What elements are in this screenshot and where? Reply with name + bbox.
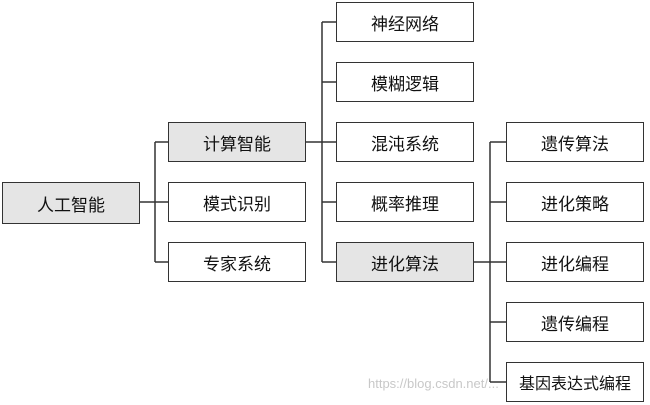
node-ai-root: 人工智能 xyxy=(2,182,140,224)
node-expert-system: 专家系统 xyxy=(168,242,306,282)
node-evolutionary-programming: 进化编程 xyxy=(506,242,644,282)
node-neural-network: 神经网络 xyxy=(336,2,474,42)
node-evolutionary-algorithm: 进化算法 xyxy=(336,242,474,282)
node-computational-intelligence: 计算智能 xyxy=(168,122,306,162)
node-fuzzy-logic: 模糊逻辑 xyxy=(336,62,474,102)
node-gene-expression-programming: 基因表达式编程 xyxy=(506,362,644,402)
node-genetic-programming: 遗传编程 xyxy=(506,302,644,342)
watermark: https://blog.csdn.net/... xyxy=(368,376,499,391)
node-probabilistic-reasoning: 概率推理 xyxy=(336,182,474,222)
node-evolution-strategy: 进化策略 xyxy=(506,182,644,222)
node-pattern-recognition: 模式识别 xyxy=(168,182,306,222)
node-chaos-system: 混沌系统 xyxy=(336,122,474,162)
node-genetic-algorithm: 遗传算法 xyxy=(506,122,644,162)
